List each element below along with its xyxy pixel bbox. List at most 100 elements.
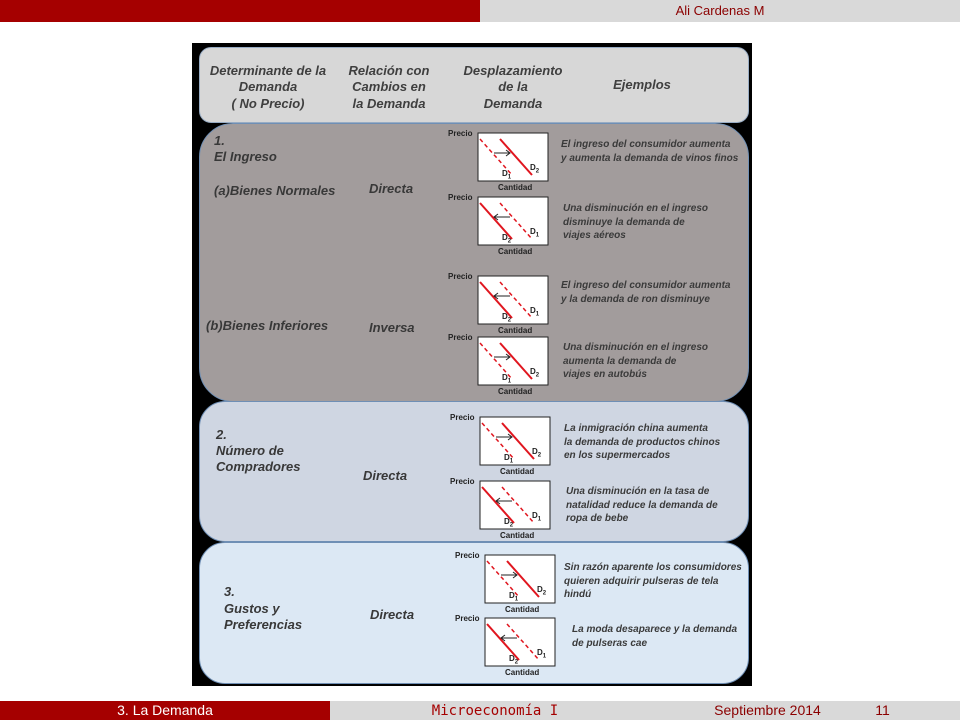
relation-tastes: Directa [370,607,415,622]
footer-topic: 3. La Demanda [117,702,213,718]
footer-accent [0,701,330,720]
demand-curve-label: D1 [502,373,512,385]
shifted-demand-curve [499,342,533,380]
quantity-axis-label: Cantidad [500,467,535,476]
diagram-axes [477,132,549,182]
demand-curve-label: D1 [502,169,512,181]
demand-curve-label: D2 [504,517,514,529]
shift-right-arrow-icon [494,353,511,361]
income-panel [199,123,749,402]
original-demand-curve [479,342,513,380]
section-title-income: El Ingreso [214,149,277,164]
column-header-examples: Ejemplos [613,77,671,92]
subcategory-inferior-goods: (b)Bienes Inferiores [206,318,329,333]
diagram-plot [477,275,549,325]
price-axis-label: Precio [448,129,473,138]
original-demand-curve [499,281,533,319]
price-axis-label: Precio [448,193,473,202]
footer-date: Septiembre 2014 [714,702,821,718]
quantity-axis-label: Cantidad [505,668,540,677]
shifted-demand-curve [481,486,515,524]
diagram-plot [479,416,551,466]
demand-curve-label: D1 [530,306,540,318]
original-demand-curve [479,138,513,176]
page-number: 11 [875,702,890,718]
price-axis-label: Precio [450,477,475,486]
diagram-plot [477,336,549,386]
demand-curve-label: D1 [537,648,547,660]
footer-bar [330,701,960,720]
price-axis-label: Precio [448,333,473,342]
footer-course: Microeconomía I [431,703,559,719]
diagram-axes [477,275,549,325]
shifted-demand-curve [479,202,513,240]
shift-right-arrow-icon [494,149,511,157]
shifted-demand-curve [501,422,535,460]
quantity-axis-label: Cantidad [498,183,533,192]
shift-left-arrow-icon [493,292,510,300]
shift-right-arrow-icon [501,571,518,579]
top-bar [480,0,960,22]
original-demand-curve [506,623,540,661]
section-number-buyers: 2. [216,427,227,442]
demand-curve-label: D2 [502,233,512,245]
shift-right-arrow-icon [496,433,513,441]
tastes-panel [199,542,749,684]
quantity-axis-label: Cantidad [498,326,533,335]
section-number-income: 1. [214,133,225,148]
demand-curve-label: D1 [509,591,519,603]
demand-curve-label: D1 [530,227,540,239]
diagram-axes [484,617,556,667]
shifted-demand-curve [499,138,533,176]
diagram-axes [477,336,549,386]
diagram-plot [484,617,556,667]
diagram-plot [477,196,549,246]
subcategory-normal-goods: (a)Bienes Normales [214,183,336,198]
diagram-axes [477,196,549,246]
relation-buyers: Directa [363,468,408,483]
price-axis-label: Precio [455,551,480,560]
quantity-axis-label: Cantidad [500,531,535,540]
shift-left-arrow-icon [500,634,517,642]
shift-left-arrow-icon [495,497,512,505]
shift-left-arrow-icon [493,213,510,221]
diagram-axes [479,416,551,466]
header-panel [199,47,749,123]
demand-curve-label: D1 [504,453,514,465]
shifted-demand-curve [479,281,513,319]
demand-curve-label: D2 [530,367,540,379]
diagram-axes [479,480,551,530]
relation-normal-goods: Directa [369,181,414,196]
demand-curve-label: D2 [530,163,540,175]
original-demand-curve [501,486,535,524]
shifted-demand-curve [506,560,540,598]
demand-curve-label: D1 [532,511,542,523]
diagram-axes [484,554,556,604]
original-demand-curve [499,202,533,240]
author-name: Ali Cardenas M [675,3,765,18]
quantity-axis-label: Cantidad [498,247,533,256]
shifted-demand-curve [486,623,520,661]
